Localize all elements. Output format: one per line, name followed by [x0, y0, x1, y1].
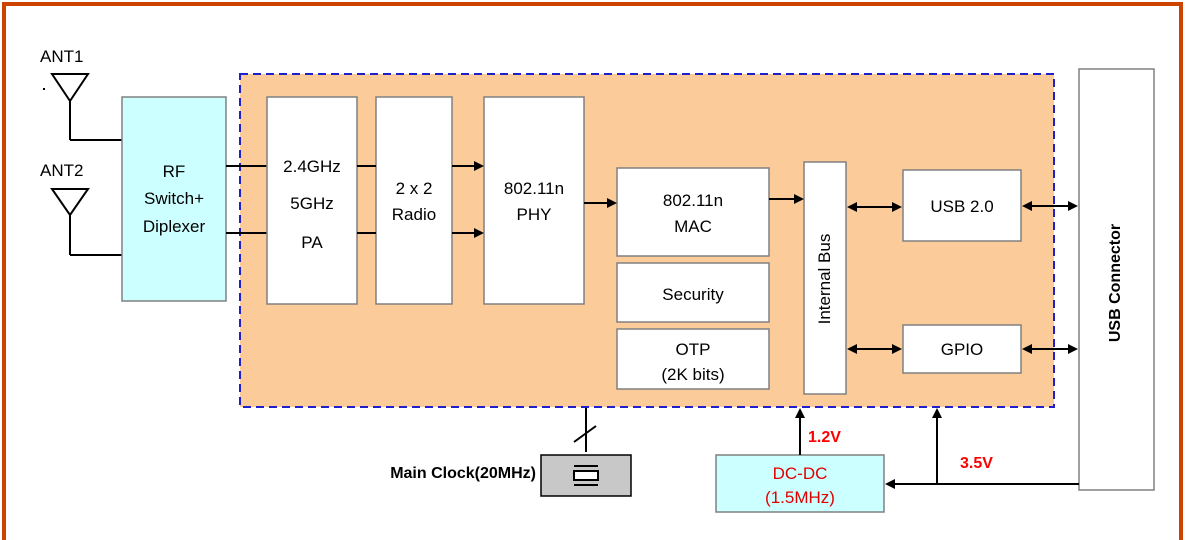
ant1-label: ANT1 — [40, 47, 84, 66]
internal-bus-label: Internal Bus — [815, 233, 834, 325]
ant1-icon — [43, 73, 122, 141]
phy-line-1: 802.11n — [503, 179, 565, 198]
otp-block — [616, 328, 770, 390]
gpio-label: GPIO — [940, 340, 984, 359]
ant2-icon — [50, 188, 122, 256]
clock-slash — [573, 425, 597, 443]
rf-switch-line-2: Switch+ — [144, 189, 204, 208]
otp-line-1: OTP — [675, 340, 711, 359]
radio-block — [375, 96, 453, 305]
crystal-icon — [573, 465, 599, 486]
otp-line-2: (2K bits) — [661, 365, 725, 384]
gpio-block — [902, 324, 1022, 374]
usb-label: USB 2.0 — [930, 197, 994, 216]
phy-line-2: PHY — [516, 205, 552, 224]
usb-block — [902, 169, 1022, 242]
pa-block — [266, 96, 358, 305]
mac-block — [616, 167, 770, 257]
main-clock-label: Main Clock(20MHz) — [390, 465, 536, 482]
dcdc-block — [715, 454, 885, 513]
dcdc-line-1: DC-DC — [772, 464, 828, 483]
pa-line-1: 2.4GHz — [283, 157, 341, 176]
pa-line-3: PA — [301, 233, 323, 252]
radio-line-1: 2 x 2 — [395, 179, 433, 198]
rf-switch-block — [121, 96, 227, 302]
v12-label: 1.2V — [808, 429, 841, 446]
pa-line-2: 5GHz — [290, 194, 334, 213]
ant2-label: ANT2 — [40, 161, 84, 180]
v35-label: 3.5V — [960, 455, 993, 472]
usb-connector-label: USB Connector — [1107, 223, 1124, 343]
phy-block — [483, 96, 585, 305]
usb-connector-block — [1078, 68, 1155, 491]
security-label: Security — [662, 285, 724, 304]
mac-line-2: MAC — [674, 217, 712, 236]
mac-line-1: 802.11n — [662, 191, 724, 210]
dcdc-line-2: (1.5MHz) — [765, 488, 835, 507]
security-block — [616, 262, 770, 323]
rf-switch-line-1: RF — [162, 162, 186, 181]
rf-switch-line-3: Diplexer — [142, 217, 206, 236]
internal-bus-block — [803, 161, 847, 395]
radio-line-2: Radio — [391, 205, 437, 224]
